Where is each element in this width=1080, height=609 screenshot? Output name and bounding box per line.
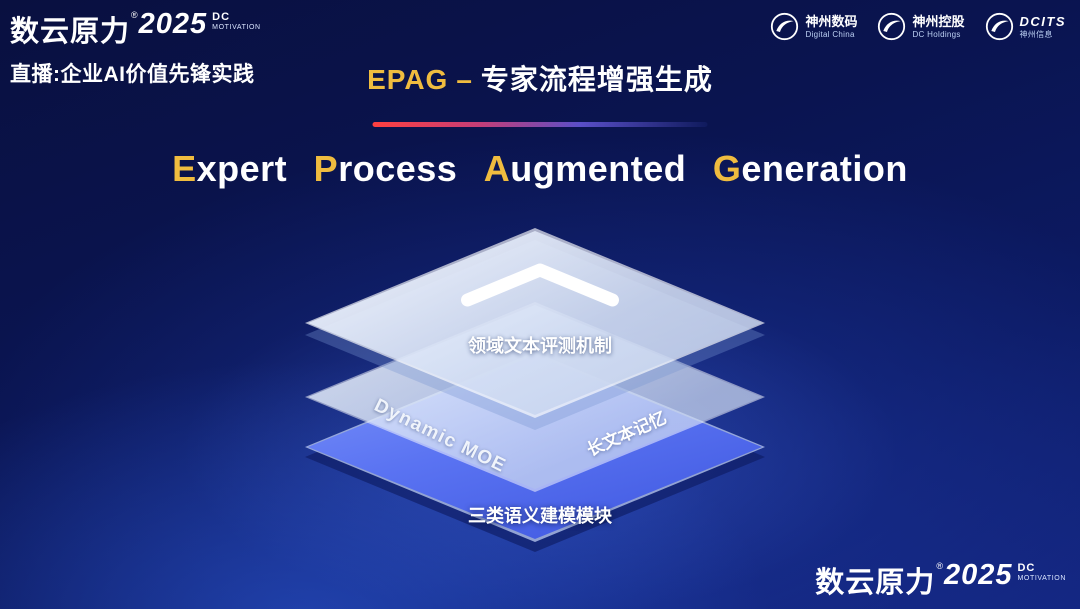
brand-subtitle: DC MOTIVATION [212,11,261,32]
brand-sub-motivation: MOTIVATION [212,23,261,31]
registered-mark: ® [936,561,943,571]
brand-sub-dc: DC [212,11,231,23]
brand-name: 数云原力 [815,559,935,601]
partner-subtitle: Digital China [805,29,855,39]
partner-text: 神州数码 Digital China [805,14,857,39]
brand-year: 2025 [138,8,208,40]
partner-logo-dcits: DCITS 神州信息 [985,12,1067,41]
title-word: Augmented [484,148,687,190]
partner-subtitle: 神州信息 [1019,29,1053,39]
title-word-initial: G [712,148,742,189]
partner-name: 神州数码 [805,13,858,29]
top-layer-label: 领域文本评测机制 [468,336,612,356]
title-word-rest: xpert [196,148,288,189]
main-title: Expert Process Augmented Generation [0,148,1080,190]
title-word: Generation [713,148,908,190]
page-title-zh: 专家流程增强生成 [480,64,713,95]
title-word-initial: P [313,148,339,189]
partner-name: DCITS [1019,13,1066,29]
registered-mark: ® [131,10,138,20]
partner-text: 神州控股 DC Holdings [912,14,964,39]
page-title-dash: – [456,64,473,95]
title-word-rest: ugmented [510,148,687,189]
brand-logo-bottom: 数云原力 ® 2025 DC MOTIVATION [815,559,1066,601]
title-word: Process [314,148,458,190]
partner-logos: 神州数码 Digital China 神州控股 DC Holdings DCIT… [770,12,1066,41]
swoosh-circle-icon [877,12,906,41]
title-word-rest: eneration [741,148,908,189]
title-underline-gradient [372,122,708,127]
bottom-layer-label: 三类语义建模模块 [468,506,612,526]
partner-logo-dc-holdings: 神州控股 DC Holdings [877,12,965,41]
partner-logo-digital-china: 神州数码 Digital China [770,12,857,41]
title-word-initial: E [172,148,197,189]
brand-sub-dc: DC [1017,562,1036,574]
brand-year: 2025 [943,559,1013,591]
partner-subtitle: DC Holdings [912,29,961,39]
brand-subtitle: DC MOTIVATION [1017,562,1066,583]
page-title: EPAG–专家流程增强生成 [0,58,1080,98]
swoosh-circle-icon [770,12,799,41]
partner-text: DCITS 神州信息 [1020,14,1067,39]
title-word: Expert [172,148,287,190]
partner-name: 神州控股 [912,13,965,29]
title-word-initial: A [483,148,511,189]
chevron-up-icon [453,258,628,315]
brand-logo-top: 数云原力 ® 2025 DC MOTIVATION [10,8,261,50]
title-word-rest: rocess [338,148,458,189]
swoosh-circle-icon [985,12,1014,41]
brand-sub-motivation: MOTIVATION [1017,574,1066,582]
live-stream-label: 直播:企业AI价值先锋实践 [10,63,255,86]
brand-name: 数云原力 [10,16,131,48]
page-title-abbr: EPAG [367,64,449,95]
